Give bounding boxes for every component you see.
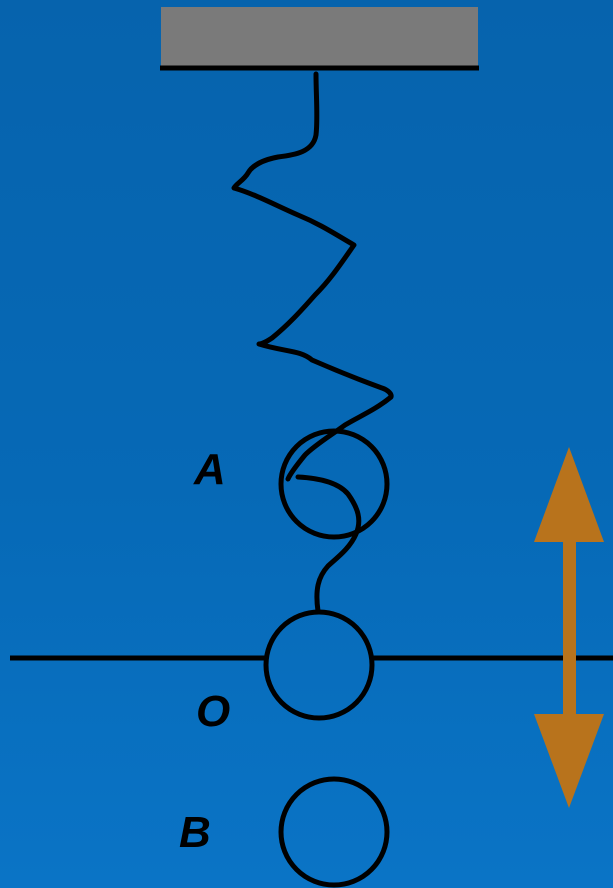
label-b: B bbox=[179, 808, 211, 857]
ceiling-block bbox=[161, 7, 478, 67]
oscillation-double-arrow-icon bbox=[534, 447, 604, 808]
spring-connector bbox=[295, 474, 362, 614]
arrow-head-down bbox=[534, 714, 604, 808]
mass-position-o bbox=[263, 609, 375, 721]
spring bbox=[231, 71, 394, 482]
mass-position-a bbox=[278, 428, 390, 540]
label-o: O bbox=[196, 687, 230, 736]
label-a: A bbox=[193, 445, 226, 494]
mass-position-b bbox=[278, 776, 390, 888]
arrow-head-up bbox=[534, 447, 604, 542]
arrow-shaft bbox=[563, 540, 576, 716]
